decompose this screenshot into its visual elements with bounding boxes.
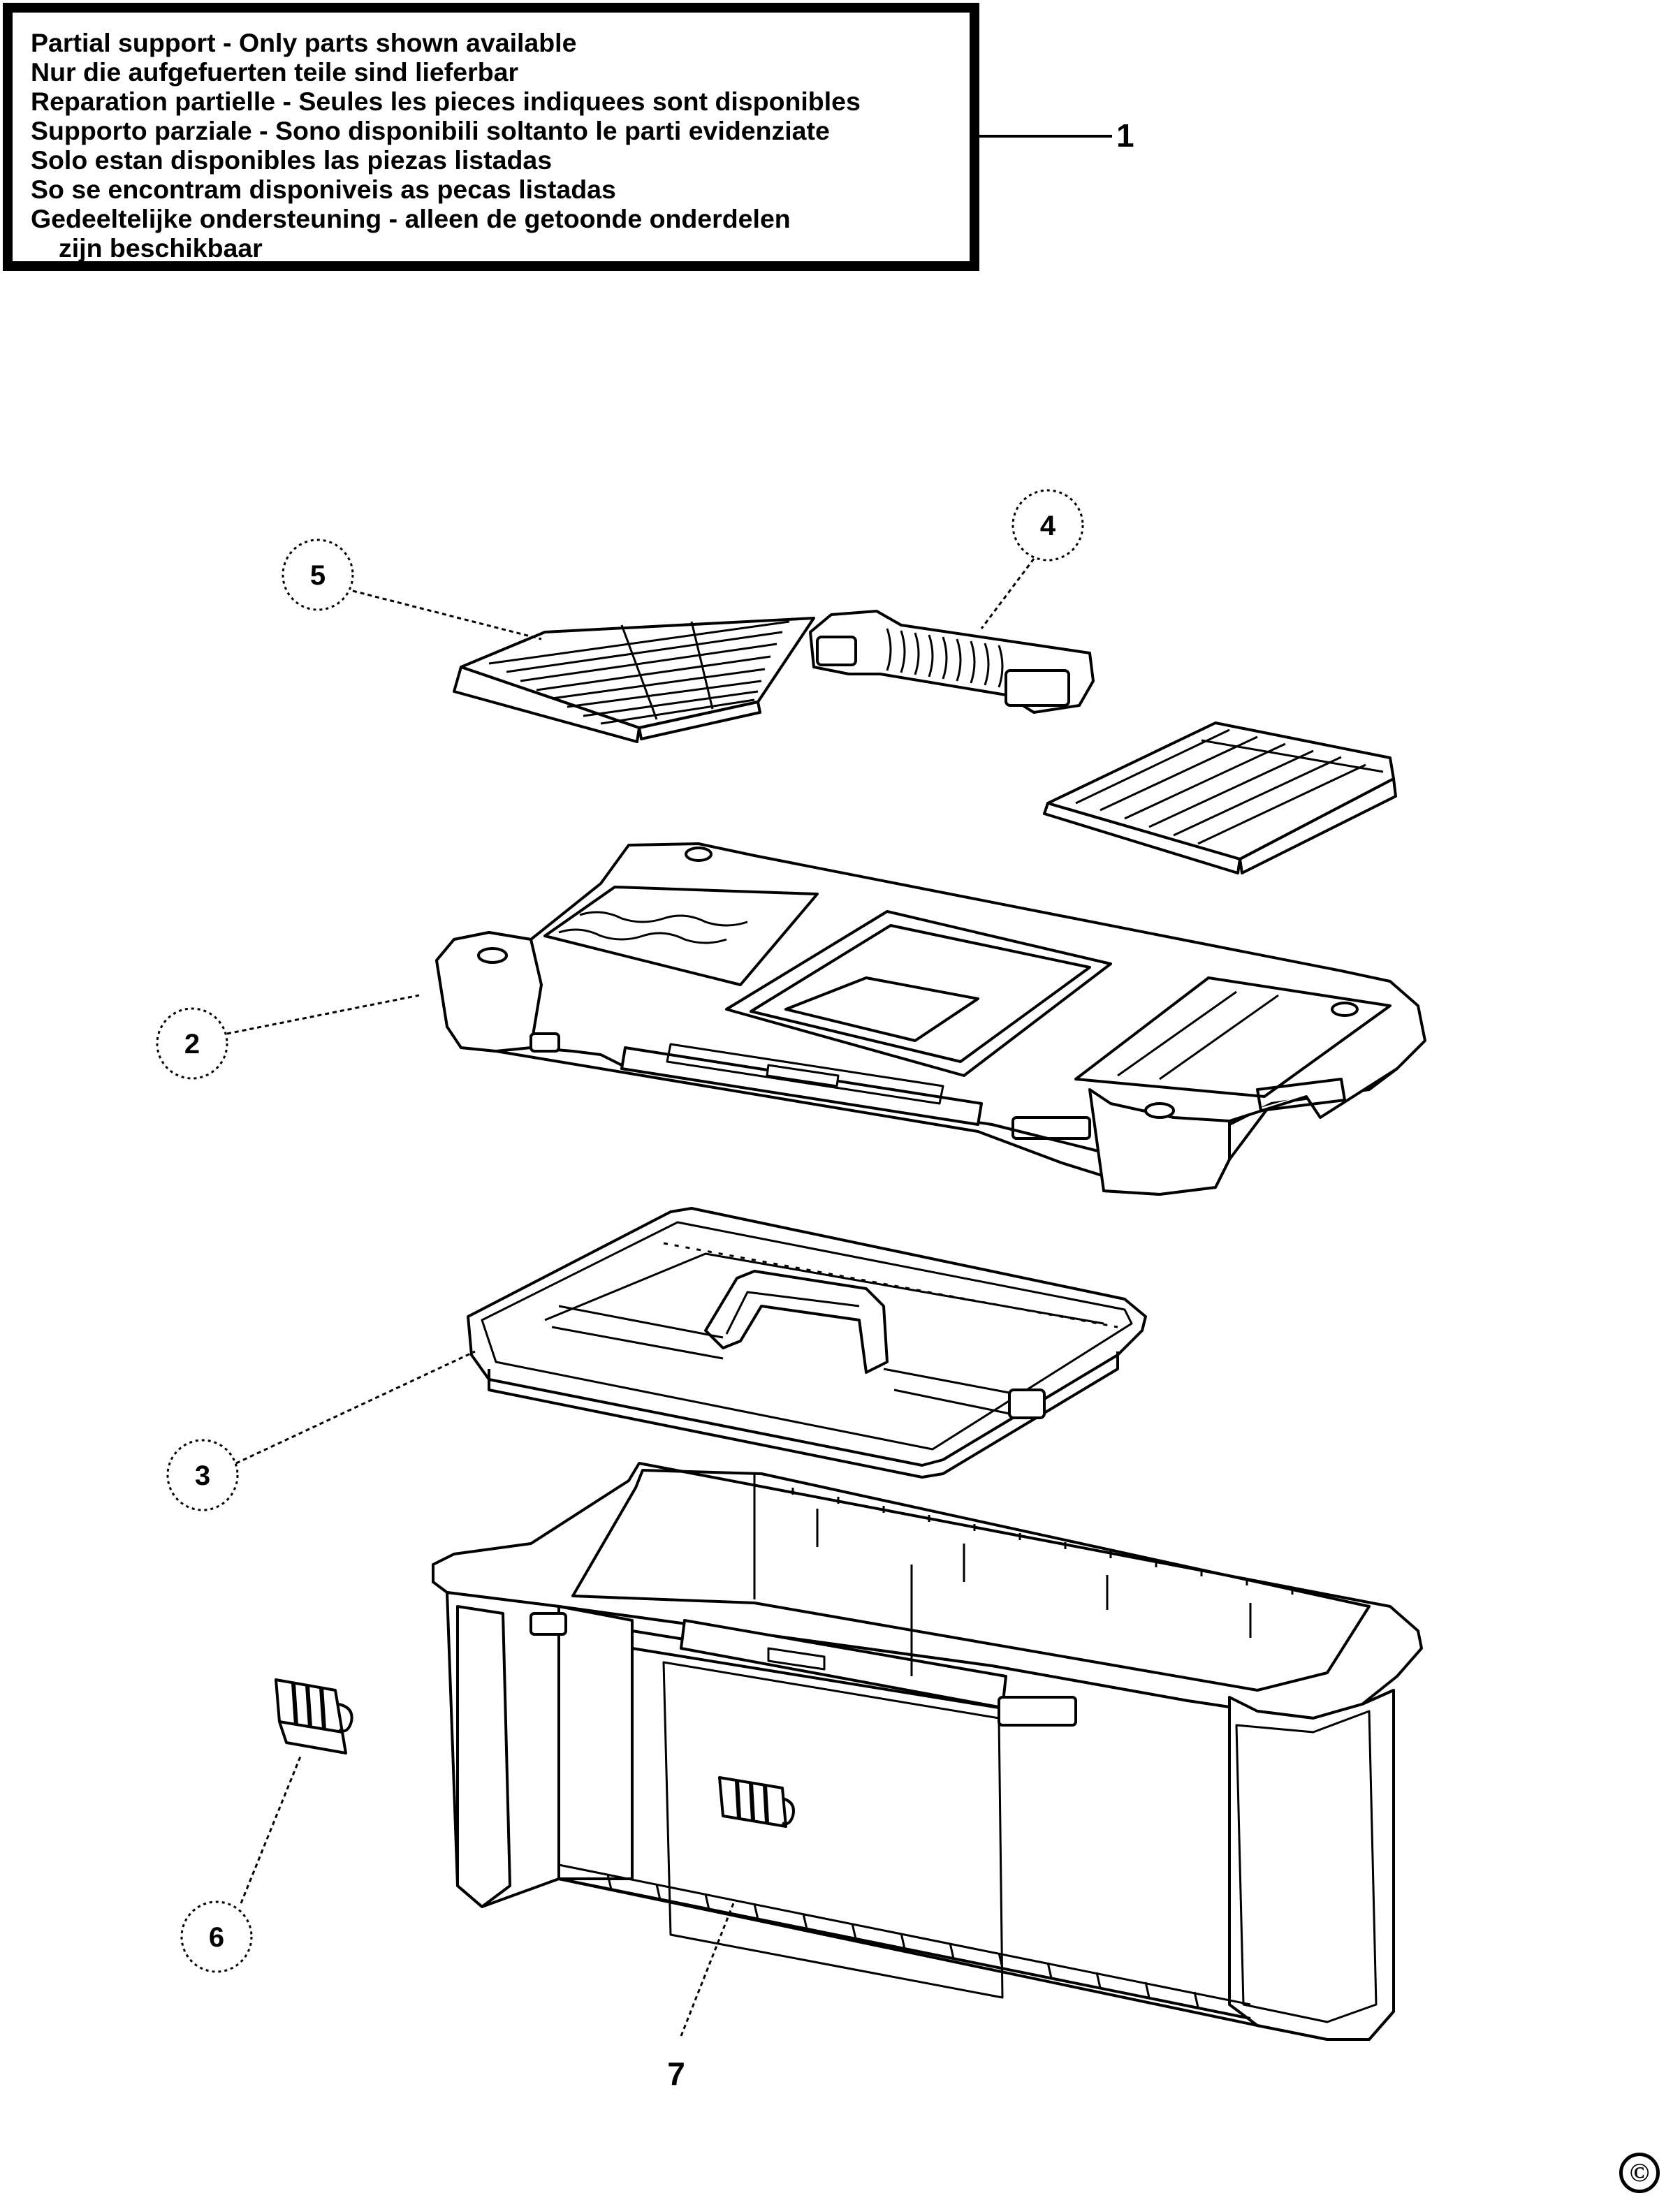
callout-number: 1	[1116, 117, 1134, 154]
callout-number: 6	[209, 1922, 224, 1953]
callout-4: 4	[980, 489, 1084, 629]
leader-line	[235, 1350, 476, 1465]
callout-number: 3	[195, 1460, 210, 1491]
callout-3: 3	[166, 1350, 476, 1511]
callout-1: 1	[979, 117, 1134, 154]
notice-line: Gedeeltelijke ondersteuning - alleen de …	[31, 204, 791, 233]
callout-circle	[180, 1900, 253, 1973]
notice-line: Reparation partielle - Seules les pieces…	[31, 87, 861, 116]
callout-circle	[156, 1007, 228, 1080]
part-removable-tray	[467, 1207, 1147, 1479]
leader-line	[240, 1756, 302, 1904]
notice-line: Partial support - Only parts shown avail…	[31, 28, 577, 57]
callout-number: 5	[310, 560, 326, 591]
callout-number: 4	[1040, 511, 1056, 541]
callout-2: 2	[156, 994, 420, 1080]
notice-line: zijn beschikbaar	[59, 233, 263, 263]
part-lid	[435, 842, 1426, 1196]
copyright-icon: ©	[1619, 2153, 1660, 2193]
notice-line: Supporto parziale - Sono disponibili sol…	[31, 116, 830, 145]
callout-5: 5	[282, 538, 542, 640]
leader-line	[352, 589, 542, 640]
part-box-base	[432, 1462, 1423, 2041]
callout-circle	[1011, 489, 1084, 562]
part-latch	[275, 1678, 353, 1754]
callout-number: 2	[184, 1029, 200, 1060]
notice-line: Solo estan disponibles las piezas listad…	[31, 145, 553, 175]
callout-6: 6	[180, 1756, 302, 1973]
callout-circle	[282, 538, 354, 611]
leader-line	[226, 994, 420, 1035]
leader-line	[980, 558, 1035, 629]
callout-circle	[166, 1439, 239, 1511]
notice-line: So se encontram disponiveis as pecas lis…	[31, 175, 616, 204]
leader-line	[680, 1903, 735, 2037]
callout-number: 7	[667, 2056, 685, 2092]
part-lid-insert-tray-left	[453, 617, 815, 743]
part-carry-handle	[809, 610, 1095, 714]
callout-7: 7	[667, 1903, 735, 2092]
partial-support-notice: Partial support - Only parts shown avail…	[3, 3, 979, 271]
part-lid-insert-tray-right	[1043, 721, 1397, 874]
box-front-latch	[718, 1776, 795, 1828]
notice-line: Nur die aufgefuerten teile sind lieferba…	[31, 57, 519, 87]
